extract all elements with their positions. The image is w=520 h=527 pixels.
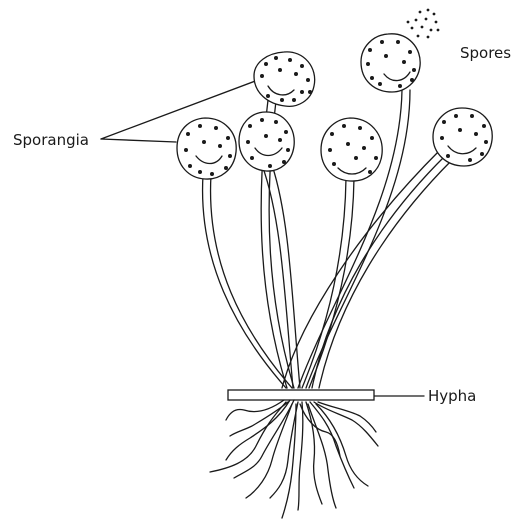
stalk-right-a: [312, 155, 446, 388]
sporangium-left: [177, 118, 236, 179]
label-spores: Spores: [460, 44, 511, 62]
stalk-midleft-b: [272, 165, 300, 388]
sporangium-top-right: [361, 34, 420, 92]
hypha: [228, 390, 374, 400]
sporangia: [177, 34, 492, 181]
label-sporangia: Sporangia: [13, 131, 89, 149]
stalk-midright-a: [302, 178, 346, 388]
sporangium-middle-left: [239, 112, 294, 171]
stalk-left-b: [211, 175, 292, 388]
label-hypha: Hypha: [428, 387, 476, 405]
released-spores: [407, 9, 440, 39]
sporangium-middle-right: [321, 118, 382, 181]
sporangia-leader-lower: [101, 139, 176, 142]
stalk-right-b: [319, 160, 452, 388]
sporangium-right: [433, 108, 492, 166]
hypha-bar: [228, 390, 374, 400]
sporangia-leader-upper: [101, 80, 258, 139]
sporangium-top-left: [254, 52, 315, 106]
rhizoids: [210, 400, 378, 518]
